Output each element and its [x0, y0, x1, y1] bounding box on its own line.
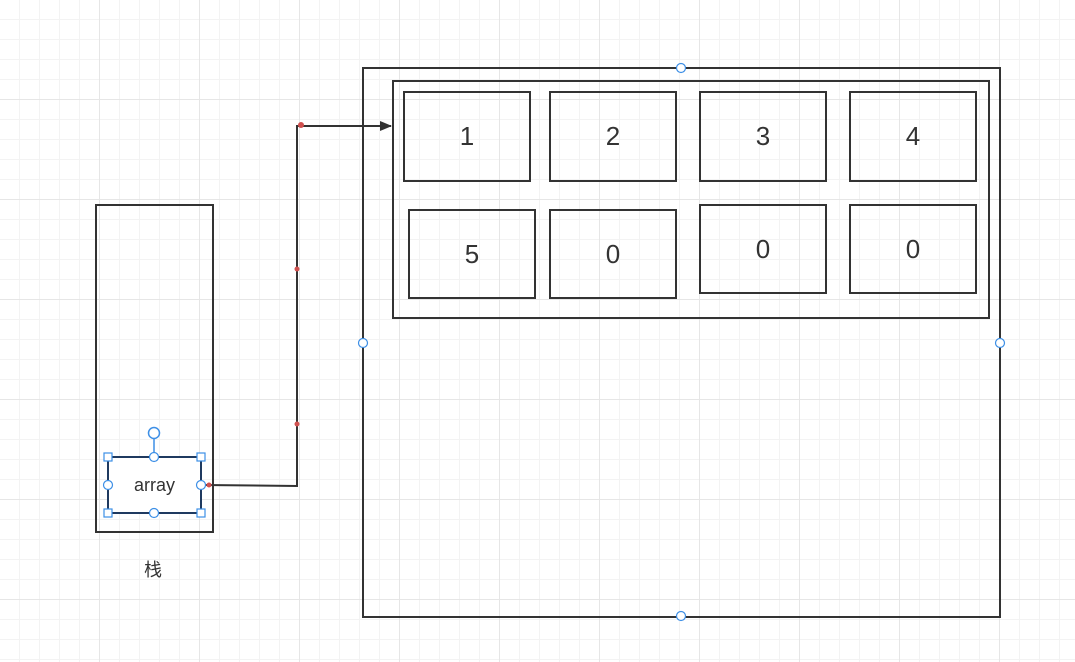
rotate-handle[interactable] [147, 426, 161, 440]
array-cell-5[interactable]: 0 [549, 209, 677, 299]
array-cell-value: 3 [755, 121, 771, 151]
array-cell-value: 0 [755, 233, 771, 264]
array-cell-4[interactable]: 5 [408, 209, 536, 299]
array-cell-value: 2 [605, 121, 621, 151]
array-cell-value: 0 [905, 233, 921, 264]
resize-handle-top-right[interactable] [196, 452, 206, 462]
array-cell-value: 5 [464, 238, 480, 269]
resize-handle-bottom[interactable] [148, 507, 160, 519]
heap-connection-point-bottom[interactable] [675, 610, 687, 622]
resize-handle-left[interactable] [102, 479, 114, 491]
array-cell-2[interactable]: 3 [699, 91, 827, 182]
array-variable-label: array [133, 474, 175, 495]
resize-handle-bottom-left[interactable] [103, 508, 113, 518]
resize-handle-right[interactable] [195, 479, 207, 491]
connector-waypoint[interactable] [206, 482, 212, 488]
resize-handle-top-left[interactable] [103, 452, 113, 462]
array-cell-6[interactable]: 0 [699, 204, 827, 294]
resize-handle-top[interactable] [148, 451, 160, 463]
resize-handle-bottom-right[interactable] [196, 508, 206, 518]
connector-waypoint[interactable] [294, 266, 300, 272]
heap-connection-point-right[interactable] [994, 337, 1006, 349]
array-cell-value: 0 [605, 238, 621, 269]
heap-connection-point-top[interactable] [675, 62, 687, 74]
reference-arrow[interactable] [202, 121, 392, 488]
array-cell-7[interactable]: 0 [849, 204, 977, 294]
stack-label: 栈 [144, 560, 162, 581]
connector-waypoint[interactable] [298, 122, 304, 128]
stack-frame[interactable] [95, 204, 214, 533]
array-cell-1[interactable]: 2 [549, 91, 677, 182]
array-object[interactable] [392, 80, 990, 319]
connector-waypoint[interactable] [294, 421, 300, 427]
array-cell-value: 4 [905, 121, 921, 151]
heap-connection-point-left[interactable] [357, 337, 369, 349]
array-cell-0[interactable]: 1 [403, 91, 531, 182]
array-cell-3[interactable]: 4 [849, 91, 977, 182]
array-cell-value: 1 [459, 121, 475, 151]
